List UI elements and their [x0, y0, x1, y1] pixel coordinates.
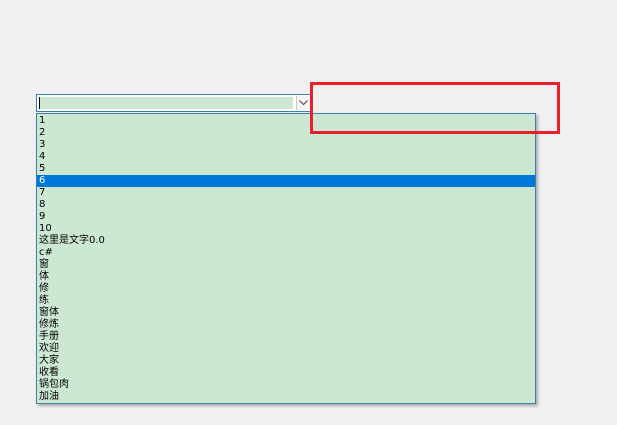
list-item[interactable]: 6: [37, 175, 535, 187]
list-item[interactable]: 欢迎: [39, 343, 59, 354]
list-item[interactable]: 8: [39, 199, 46, 210]
list-item[interactable]: c#: [39, 247, 53, 258]
list-item[interactable]: 10: [39, 223, 52, 234]
list-item[interactable]: 锅包肉: [39, 379, 69, 390]
list-item[interactable]: 修炼: [39, 319, 59, 330]
chevron-down-icon: [299, 100, 308, 106]
list-item[interactable]: 加油: [39, 391, 59, 402]
list-item[interactable]: 修: [39, 283, 49, 294]
list-item[interactable]: 练: [39, 295, 49, 306]
list-item[interactable]: 9: [39, 211, 46, 222]
list-item[interactable]: 手册: [39, 331, 59, 342]
list-item[interactable]: 2: [39, 127, 46, 138]
list-item[interactable]: 窗: [39, 259, 49, 270]
list-item[interactable]: 体: [39, 271, 49, 282]
list-item[interactable]: 3: [39, 139, 46, 150]
combo-box[interactable]: [36, 94, 312, 112]
list-item[interactable]: 这里是文字0.0: [39, 235, 105, 246]
list-item[interactable]: 1: [39, 115, 46, 126]
list-item[interactable]: 大家: [39, 355, 59, 366]
list-item[interactable]: 窗体: [39, 307, 59, 318]
list-item[interactable]: 5: [39, 163, 46, 174]
combo-edit-field[interactable]: [39, 97, 293, 109]
list-item[interactable]: 4: [39, 151, 46, 162]
list-item[interactable]: 收看: [39, 367, 59, 378]
combo-dropdown-button[interactable]: [296, 96, 310, 110]
list-item[interactable]: 7: [39, 187, 46, 198]
